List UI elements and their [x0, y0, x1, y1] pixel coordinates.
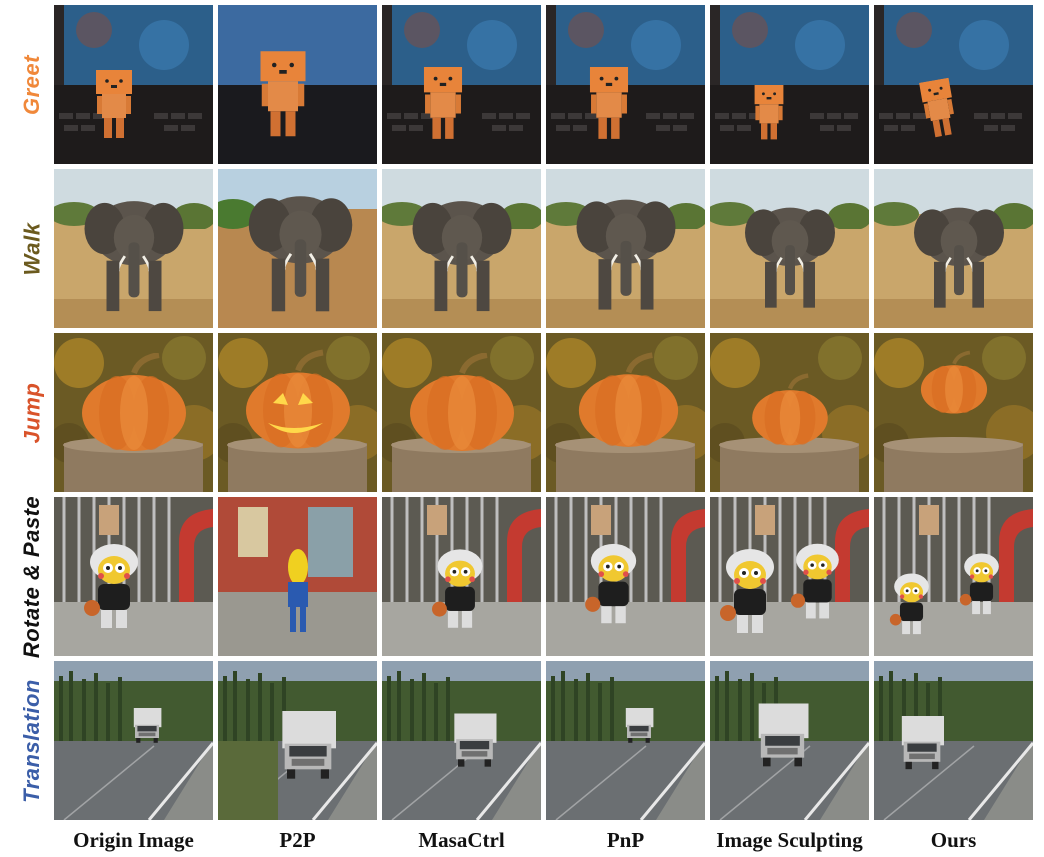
image-rotate-paste-p2p	[218, 497, 377, 656]
image-rotate-paste-image-sculpting	[710, 497, 869, 656]
column-label-masactrl: MasaCtrl	[418, 828, 505, 852]
image-jump-pnp	[546, 333, 705, 492]
image-translation-masactrl	[382, 661, 541, 820]
image-jump-ours	[874, 333, 1033, 492]
image-rotate-paste-masactrl	[382, 497, 541, 656]
column-label-origin-image: Origin Image	[73, 828, 194, 852]
image-translation-origin	[54, 661, 213, 820]
row-label-translation: Translation	[12, 661, 52, 820]
image-rotate-paste-ours	[874, 497, 1033, 656]
image-translation-p2p	[218, 661, 377, 820]
image-rotate-paste-origin	[54, 497, 213, 656]
image-walk-origin	[54, 169, 213, 328]
image-greet-pnp	[546, 5, 705, 164]
image-translation-image-sculpting	[710, 661, 869, 820]
image-greet-p2p	[218, 5, 377, 164]
row-label-jump: Jump	[12, 333, 52, 492]
row-label-rotate-paste: Rotate & Paste	[12, 495, 52, 658]
image-rotate-paste-pnp	[546, 497, 705, 656]
column-label-pnp: PnP	[606, 828, 645, 852]
image-greet-origin	[54, 5, 213, 164]
row-label-text: Walk	[19, 222, 45, 275]
image-greet-masactrl	[382, 5, 541, 164]
image-translation-ours	[874, 661, 1033, 820]
image-jump-masactrl	[382, 333, 541, 492]
image-translation-pnp	[546, 661, 705, 820]
image-walk-pnp	[546, 169, 705, 328]
image-walk-image-sculpting	[710, 169, 869, 328]
column-label-p2p: P2P	[279, 828, 316, 852]
row-label-greet: Greet	[12, 5, 52, 164]
column-label-ours: Ours	[930, 828, 977, 852]
image-walk-masactrl	[382, 169, 541, 328]
image-walk-ours	[874, 169, 1033, 328]
image-jump-origin	[54, 333, 213, 492]
row-label-walk: Walk	[12, 169, 52, 328]
column-label-image-sculpting: Image Sculpting	[716, 828, 863, 852]
image-walk-p2p	[218, 169, 377, 328]
image-greet-ours	[874, 5, 1033, 164]
row-label-text: Translation	[19, 678, 44, 803]
row-label-text: Rotate & Paste	[19, 495, 44, 658]
row-label-text: Greet	[19, 54, 45, 115]
row-label-text: Jump	[19, 382, 44, 443]
image-jump-p2p	[218, 333, 377, 492]
image-greet-image-sculpting	[710, 5, 869, 164]
image-jump-image-sculpting	[710, 333, 869, 492]
